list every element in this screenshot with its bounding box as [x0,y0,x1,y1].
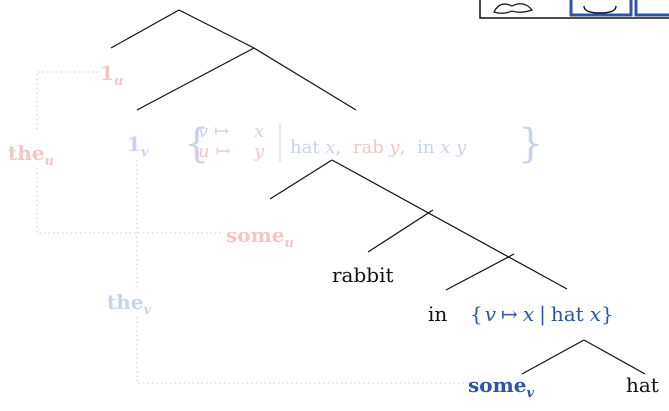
dotted-connector [36,168,222,234]
open-brace: { [184,121,209,167]
pictogram-box [569,0,633,17]
hat-sketch-icon [583,5,617,14]
branch [331,159,568,290]
node-the-v: thev [107,290,152,318]
assignment-predicates: hat x, rab y, in x y [290,137,467,158]
scope-connectors [36,71,468,384]
node-one-u: 1u [100,61,123,89]
dotted-connector [136,317,468,384]
row1-val: x [254,121,264,142]
branch [445,253,515,291]
leaf-rabbit: rabbit [332,263,394,287]
row2-val: y [253,141,265,162]
row1-left: v↦ [198,121,229,142]
pictogram-box [634,0,669,17]
node-one-v: 1v [127,132,149,160]
node-some-v: somev [468,373,535,401]
branch [110,9,180,49]
branch [583,339,646,375]
assignment-two: { v↦ x u↦ y hat x, rab y, in x y } [184,121,543,167]
leaf-in: in [428,302,447,326]
node-some-u: someu [226,223,294,251]
pictogram-strip [479,0,669,19]
branch [253,47,357,111]
leaf-hat: hat [626,373,659,397]
close-brace: } [518,121,543,167]
node-the-u: theu [8,141,54,169]
branch [178,9,255,49]
dotted-connector [36,71,98,132]
branch [269,159,333,200]
branch [136,47,255,111]
branch [367,209,434,253]
row2-left: u↦ [198,141,231,162]
rabbit-sketch-icon [493,3,534,14]
tree-branches [110,9,646,375]
branch [521,339,585,375]
